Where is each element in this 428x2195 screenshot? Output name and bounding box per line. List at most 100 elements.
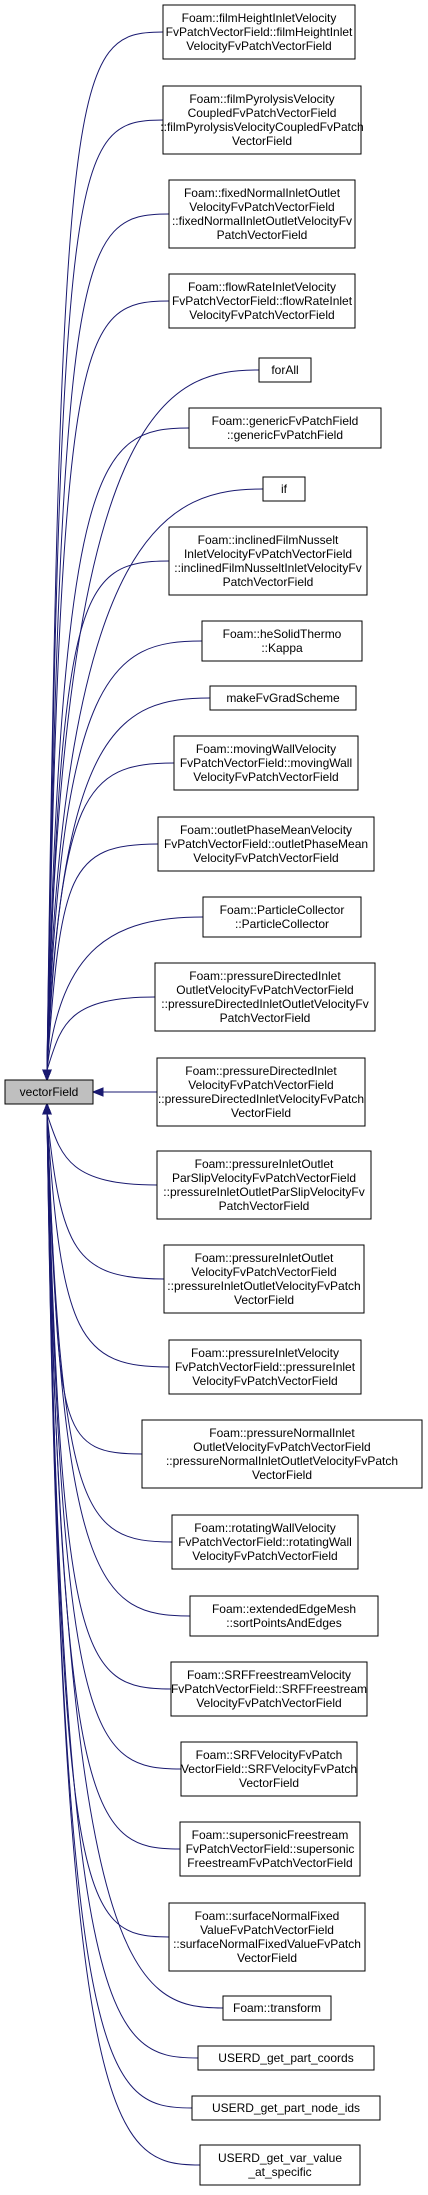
node-caller[interactable]: Foam::genericFvPatchField::genericFvPatc… [188,407,382,449]
node-caller-box [168,526,368,596]
node-caller-label-line: ::fixedNormalInletOutletVelocityFv [172,214,352,228]
node-caller[interactable]: Foam::ParticleCollector::ParticleCollect… [202,896,362,938]
node-caller[interactable]: Foam::rotatingWallVelocityFvPatchVectorF… [171,1514,359,1570]
node-caller-label-line: if [281,482,288,496]
node-caller[interactable]: Foam::flowRateInletVelocityFvPatchVector… [168,273,356,329]
node-caller-label-line: ::ParticleCollector [235,917,329,931]
node-caller-label-line: FvPatchVectorField::pressureInlet [175,1360,356,1374]
node-caller[interactable]: if [262,476,306,502]
node-caller[interactable]: Foam::fixedNormalInletOutletVelocityFvPa… [168,179,356,249]
node-caller-label-line: VectorField [237,1951,297,1965]
node-caller-label-line: CoupledFvPatchVectorField [188,106,337,120]
edge-to-vectorfield [46,1113,224,2009]
edge-to-vectorfield [46,369,260,1071]
node-caller-label-line: FvPatchVectorField::supersonic [186,1842,355,1856]
node-caller-box [222,1995,332,2021]
node-caller-label-line: Foam::flowRateInletVelocity [188,280,336,294]
node-caller-label-line: Foam::ParticleCollector [220,903,345,917]
edge-to-vectorfield [46,560,170,1071]
node-caller-label-line: Foam::pressureDirectedInlet [185,1064,337,1078]
node-caller[interactable]: Foam::inclinedFilmNusseltInletVelocityFv… [168,526,368,596]
node-caller[interactable]: USERD_get_var_value_at_specific [199,2144,361,2186]
node-caller-box [168,1339,362,1395]
node-caller-label-line: Foam::rotatingWallVelocity [194,1521,336,1535]
node-vectorfield[interactable]: vectorField [4,1079,94,1105]
node-caller[interactable]: Foam::supersonicFreestreamFvPatchVectorF… [179,1821,361,1877]
node-caller[interactable]: Foam::surfaceNormalFixedValueFvPatchVect… [168,1902,366,1972]
node-caller-box [141,1419,423,1489]
node-caller-box [258,357,312,383]
node-caller-box [209,685,357,711]
node-caller[interactable]: Foam::pressureInletVelocityFvPatchVector… [168,1339,362,1395]
node-caller-label-line: ::pressureDirectedInletOutletVelocityFv [161,997,368,1011]
node-caller-box [156,1150,372,1220]
node-caller-box [179,1821,361,1877]
node-caller-label-line: ValueFvPatchVectorField [200,1923,334,1937]
node-caller-label-line: FvPatchVectorField::SRFFreestream [171,1682,367,1696]
node-caller[interactable]: USERD_get_part_node_ids [191,2095,381,2121]
node-caller-label-line: _at_specific [247,2165,311,2179]
node-caller-label-line: Foam::supersonicFreestream [192,1828,349,1842]
node-caller[interactable]: makeFvGradScheme [209,685,357,711]
node-caller[interactable]: Foam::pressureInletOutletVelocityFvPatch… [163,1244,365,1314]
node-caller-label-line: VelocityFvPatchVectorField [192,1374,337,1388]
node-caller-label-line: VelocityFvPatchVectorField [193,770,338,784]
node-caller-label-line: Foam::inclinedFilmNusselt [198,533,339,547]
node-caller-label-line: Foam::pressureNormalInlet [209,1426,355,1440]
node-caller-label-line: Foam::pressureDirectedInlet [189,969,341,983]
node-caller-label-line: Foam::SRFVelocityFvPatch [196,1748,343,1762]
node-caller-box [171,1514,359,1570]
node-caller[interactable]: forAll [258,357,312,383]
node-caller-label-line: InletVelocityFvPatchVectorField [184,547,352,561]
node-caller[interactable]: Foam::pressureInletOutletParSlipVelocity… [156,1150,372,1220]
node-caller[interactable]: Foam::movingWallVelocityFvPatchVectorFie… [173,735,359,791]
edge-to-vectorfield [46,1113,170,1368]
node-caller-label-line: Foam::pressureInletOutlet [195,1157,334,1171]
node-caller-label-line: FvPatchVectorField::movingWall [180,756,352,770]
node-caller[interactable]: Foam::extendedEdgeMesh::sortPointsAndEdg… [189,1595,379,1637]
node-caller-label-line: Foam::pressureInletVelocity [191,1346,339,1360]
node-caller-box [197,2045,375,2071]
node-caller-label-line: forAll [271,363,298,377]
node-caller-label-line: VectorField [232,134,292,148]
node-caller-label-line: Foam::SRFFreestreamVelocity [187,1668,351,1682]
node-caller-box [262,476,306,502]
node-caller[interactable]: Foam::pressureNormalInletOutletVelocityF… [141,1419,423,1489]
node-caller[interactable]: Foam::filmPyrolysisVelocityCoupledFvPatc… [160,85,364,155]
node-caller[interactable]: Foam::SRFFreestreamVelocityFvPatchVector… [170,1661,368,1717]
node-vectorfield-box [4,1079,94,1105]
node-caller-label-line: ::pressureNormalInletOutletVelocityFvPat… [166,1454,398,1468]
node-caller[interactable]: USERD_get_part_coords [197,2045,375,2071]
edge-to-vectorfield [46,488,264,1071]
edge-to-vectorfield [46,640,203,1071]
edge-to-vectorfield [46,762,175,1071]
node-caller-label-line: Foam::surfaceNormalFixed [195,1909,340,1923]
edges-layer [42,31,264,2166]
edge-to-vectorfield [46,31,164,1071]
node-caller-label-line: ::surfaceNormalFixedValueFvPatch [173,1937,361,1951]
node-caller-label-line: ::filmPyrolysisVelocityCoupledFvPatch [160,120,363,134]
node-caller[interactable]: Foam::pressureDirectedInletOutletVelocit… [154,962,376,1032]
node-caller[interactable]: Foam::SRFVelocityFvPatchVectorField::SRF… [180,1741,358,1797]
edge-to-vectorfield [46,1113,199,2059]
node-caller-label-line: ::pressureDirectedInletVelocityFvPatch [158,1092,364,1106]
node-caller[interactable]: Foam::heSolidThermo::Kappa [201,620,363,662]
edge-to-vectorfield [46,119,164,1071]
node-caller-label-line: VelocityFvPatchVectorField [189,308,334,322]
node-caller-label-line: FvPatchVectorField::rotatingWall [178,1535,352,1549]
node-caller-label-line: VelocityFvPatchVectorField [188,1078,333,1092]
node-caller[interactable]: Foam::outletPhaseMeanVelocityFvPatchVect… [157,816,375,872]
node-caller[interactable]: Foam::filmHeightInletVelocityFvPatchVect… [162,4,356,60]
node-caller-label-line: VelocityFvPatchVectorField [192,1549,337,1563]
node-caller-label-line: Foam::transform [233,2001,321,2015]
node-caller[interactable]: Foam::transform [222,1995,332,2021]
node-caller-box [173,735,359,791]
node-caller[interactable]: Foam::pressureDirectedInletVelocityFvPat… [156,1057,366,1127]
node-caller-label-line: ::Kappa [261,641,303,655]
node-caller-label-line: Foam::filmHeightInletVelocity [182,11,337,25]
edge-to-vectorfield [46,1113,191,1617]
edge-arrowhead [91,1087,104,1097]
node-caller-label-line: USERD_get_var_value [218,2151,342,2165]
node-caller-label-line: VelocityFvPatchVectorField [189,200,334,214]
node-caller-label-line: VelocityFvPatchVectorField [193,851,338,865]
